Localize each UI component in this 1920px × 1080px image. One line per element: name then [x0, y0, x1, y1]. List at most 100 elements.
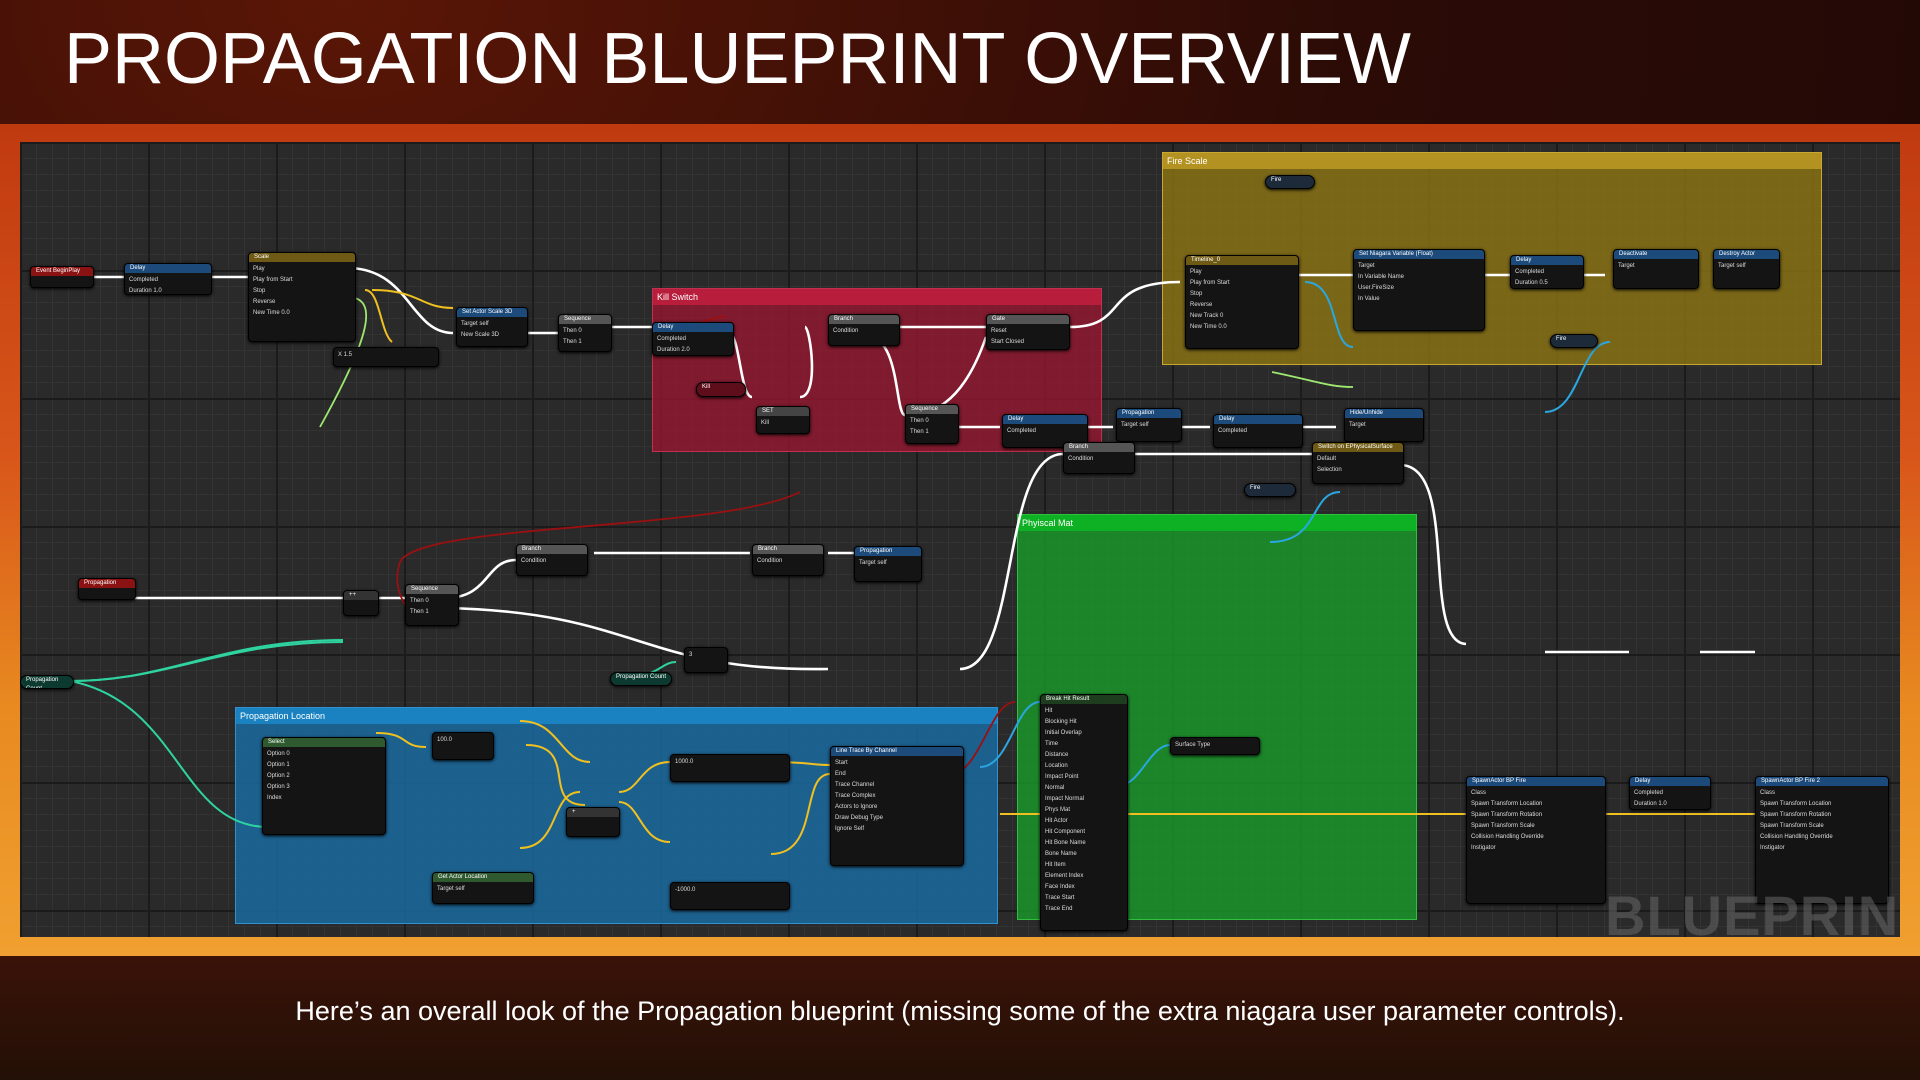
- break-hit-result-node[interactable]: Break Hit Result Hit Blocking Hit Initia…: [1040, 694, 1128, 931]
- delay3-node[interactable]: Delay Completed: [1213, 414, 1303, 448]
- pin-completed[interactable]: Completed: [129, 277, 159, 283]
- surface-type-node[interactable]: Surface Type: [1170, 737, 1260, 755]
- spawn-actor-1-node[interactable]: SpawnActor BP Fire Class Spawn Transform…: [1466, 776, 1606, 904]
- pin-then1[interactable]: Then 1: [410, 609, 429, 615]
- pin-hit-component[interactable]: Hit Component: [1045, 829, 1086, 835]
- deactivate-node[interactable]: Deactivate Target: [1613, 249, 1699, 289]
- pin-index[interactable]: Index: [267, 795, 282, 801]
- pin-completed[interactable]: Completed: [1634, 790, 1664, 796]
- pin-kill[interactable]: Kill: [761, 420, 770, 426]
- pin-class[interactable]: Class: [1760, 790, 1776, 796]
- pin-spawn-scale[interactable]: Spawn Transform Scale: [1760, 823, 1824, 829]
- pin-condition[interactable]: Condition: [833, 328, 859, 334]
- pin-play-from-start[interactable]: Play from Start: [1190, 280, 1230, 286]
- kill-variable-node[interactable]: Kill: [696, 382, 746, 397]
- pin-then0[interactable]: Then 0: [910, 418, 929, 424]
- pin-instigator[interactable]: Instigator: [1760, 845, 1785, 851]
- pin-then0[interactable]: Then 0: [410, 598, 429, 604]
- pin-target[interactable]: Target: [1618, 263, 1635, 269]
- add-vector-up-node[interactable]: 1000.0: [670, 754, 790, 782]
- pin-target[interactable]: Target self: [1718, 263, 1746, 269]
- sequence1-node[interactable]: Sequence Then 0 Then 1: [558, 314, 612, 352]
- timeline-fire-node[interactable]: Timeline_0 Play Play from Start Stop Rev…: [1185, 255, 1299, 349]
- pin-hit-item[interactable]: Hit Item: [1045, 862, 1066, 868]
- delay2-node[interactable]: Delay Completed Duration 2.0: [652, 322, 734, 356]
- pin-variable-value[interactable]: User.FireSize: [1358, 285, 1395, 291]
- propagation-event-node[interactable]: Propagation: [78, 578, 136, 600]
- sequence-kill-node[interactable]: Sequence Then 0 Then 1: [905, 404, 959, 444]
- pin-option2[interactable]: Option 2: [267, 773, 290, 779]
- propagation-count-variable[interactable]: Propagation Count: [20, 675, 74, 689]
- spawn-actor-2-node[interactable]: SpawnActor BP Fire 2 Class Spawn Transfo…: [1755, 776, 1889, 904]
- pin-spawn-location[interactable]: Spawn Transform Location: [1471, 801, 1543, 807]
- multiply-vector-node[interactable]: 100.0: [432, 732, 494, 760]
- pin-stop[interactable]: Stop: [1190, 291, 1203, 297]
- switch-surface-node[interactable]: Switch on EPhysicalSurface Default Selec…: [1312, 442, 1404, 484]
- pin-ignore-self[interactable]: Ignore Self: [835, 826, 865, 832]
- pin-spawn-rotation[interactable]: Spawn Transform Rotation: [1471, 812, 1543, 818]
- pin-collision-override[interactable]: Collision Handling Override: [1471, 834, 1544, 840]
- pin-trace-end[interactable]: Trace End: [1045, 906, 1073, 912]
- pin-reverse[interactable]: Reverse: [253, 299, 276, 305]
- fire-variable-bottom[interactable]: Fire: [1244, 483, 1296, 497]
- pin-hit-bone-name[interactable]: Hit Bone Name: [1045, 840, 1086, 846]
- pin-actors-to-ignore[interactable]: Actors to Ignore: [835, 804, 878, 810]
- pin-time[interactable]: Time: [1045, 741, 1059, 747]
- pin-completed[interactable]: Completed: [1007, 428, 1037, 434]
- pin-normal[interactable]: Normal: [1045, 785, 1065, 791]
- get-actor-location-node[interactable]: Get Actor Location Target self: [432, 872, 534, 904]
- propagation-call-node[interactable]: Propagation Target self: [1116, 408, 1182, 442]
- fire-variable-top[interactable]: Fire: [1265, 175, 1315, 189]
- pin-reverse[interactable]: Reverse: [1190, 302, 1213, 308]
- pin-impact-point[interactable]: Impact Point: [1045, 774, 1079, 780]
- delay-spawn-node[interactable]: Delay Completed Duration 1.0: [1629, 776, 1711, 810]
- pin-value[interactable]: 3: [689, 652, 693, 658]
- pin-collision-override[interactable]: Collision Handling Override: [1760, 834, 1833, 840]
- pin-spawn-scale[interactable]: Spawn Transform Scale: [1471, 823, 1535, 829]
- delay1-node[interactable]: Delay Completed Duration 1.0: [124, 263, 212, 295]
- pin-value[interactable]: 100.0: [437, 737, 453, 743]
- pin-blocking-hit[interactable]: Blocking Hit: [1045, 719, 1077, 725]
- pin-end[interactable]: End: [835, 771, 846, 777]
- pin-then1[interactable]: Then 1: [910, 429, 929, 435]
- timeline-scale-node[interactable]: Scale Play Play from Start Stop Reverse …: [248, 252, 356, 342]
- pin-face-index[interactable]: Face Index: [1045, 884, 1075, 890]
- compare-node[interactable]: 3: [684, 647, 728, 673]
- pin-vector-values[interactable]: X 1.5: [338, 352, 353, 358]
- pin-completed[interactable]: Completed: [1218, 428, 1248, 434]
- pin-play-from-start[interactable]: Play from Start: [253, 277, 293, 283]
- pin-initial-overlap[interactable]: Initial Overlap: [1045, 730, 1082, 736]
- blueprint-graph-canvas[interactable]: Fire Scale Kill Switch Phyiscal Mat Prop…: [20, 142, 1900, 937]
- pin-option1[interactable]: Option 1: [267, 762, 290, 768]
- line-trace-node[interactable]: Line Trace By Channel Start End Trace Ch…: [830, 746, 964, 866]
- pin-default[interactable]: Default: [1317, 456, 1337, 462]
- propagation-count-variable-2[interactable]: Propagation Count: [610, 672, 672, 686]
- fire-variable-right[interactable]: Fire: [1550, 334, 1598, 348]
- gate-node[interactable]: Gate Reset Start Closed: [986, 314, 1070, 350]
- pin-hit[interactable]: Hit: [1045, 708, 1053, 714]
- pin-spawn-location[interactable]: Spawn Transform Location: [1760, 801, 1832, 807]
- pin-stop[interactable]: Stop: [253, 288, 266, 294]
- pin-start[interactable]: Start: [835, 760, 848, 766]
- set-actor-scale-node[interactable]: Set Actor Scale 3D Target self New Scale…: [456, 307, 528, 347]
- pin-new-time[interactable]: New Time 0.0: [253, 310, 290, 316]
- pin-duration[interactable]: Duration 0.5: [1515, 280, 1548, 286]
- pin-in-value[interactable]: In Value: [1358, 296, 1380, 302]
- branch-hit-node[interactable]: Branch Condition: [1063, 442, 1135, 474]
- pin-option3[interactable]: Option 3: [267, 784, 290, 790]
- pin-new-time[interactable]: New Time 0.0: [1190, 324, 1227, 330]
- pin-duration[interactable]: Duration 2.0: [657, 347, 690, 353]
- pin-draw-debug-type[interactable]: Draw Debug Type: [835, 815, 883, 821]
- pin-then0[interactable]: Then 0: [563, 328, 582, 334]
- sequence-main-node[interactable]: Sequence Then 0 Then 1: [405, 584, 459, 626]
- pin-in-variable-name[interactable]: In Variable Name: [1358, 274, 1404, 280]
- pin-target[interactable]: Target self: [461, 321, 489, 327]
- set-niagara-variable-node[interactable]: Set Niagara Variable (Float) Target In V…: [1353, 249, 1485, 331]
- pin-trace-complex[interactable]: Trace Complex: [835, 793, 876, 799]
- pin-selection[interactable]: Selection: [1317, 467, 1342, 473]
- pin-element-index[interactable]: Element Index: [1045, 873, 1084, 879]
- pin-surface-type[interactable]: Surface Type: [1175, 742, 1211, 748]
- pin-z-value[interactable]: 1000.0: [675, 759, 694, 765]
- pin-spawn-rotation[interactable]: Spawn Transform Rotation: [1760, 812, 1832, 818]
- destroy-actor-node[interactable]: Destroy Actor Target self: [1713, 249, 1780, 289]
